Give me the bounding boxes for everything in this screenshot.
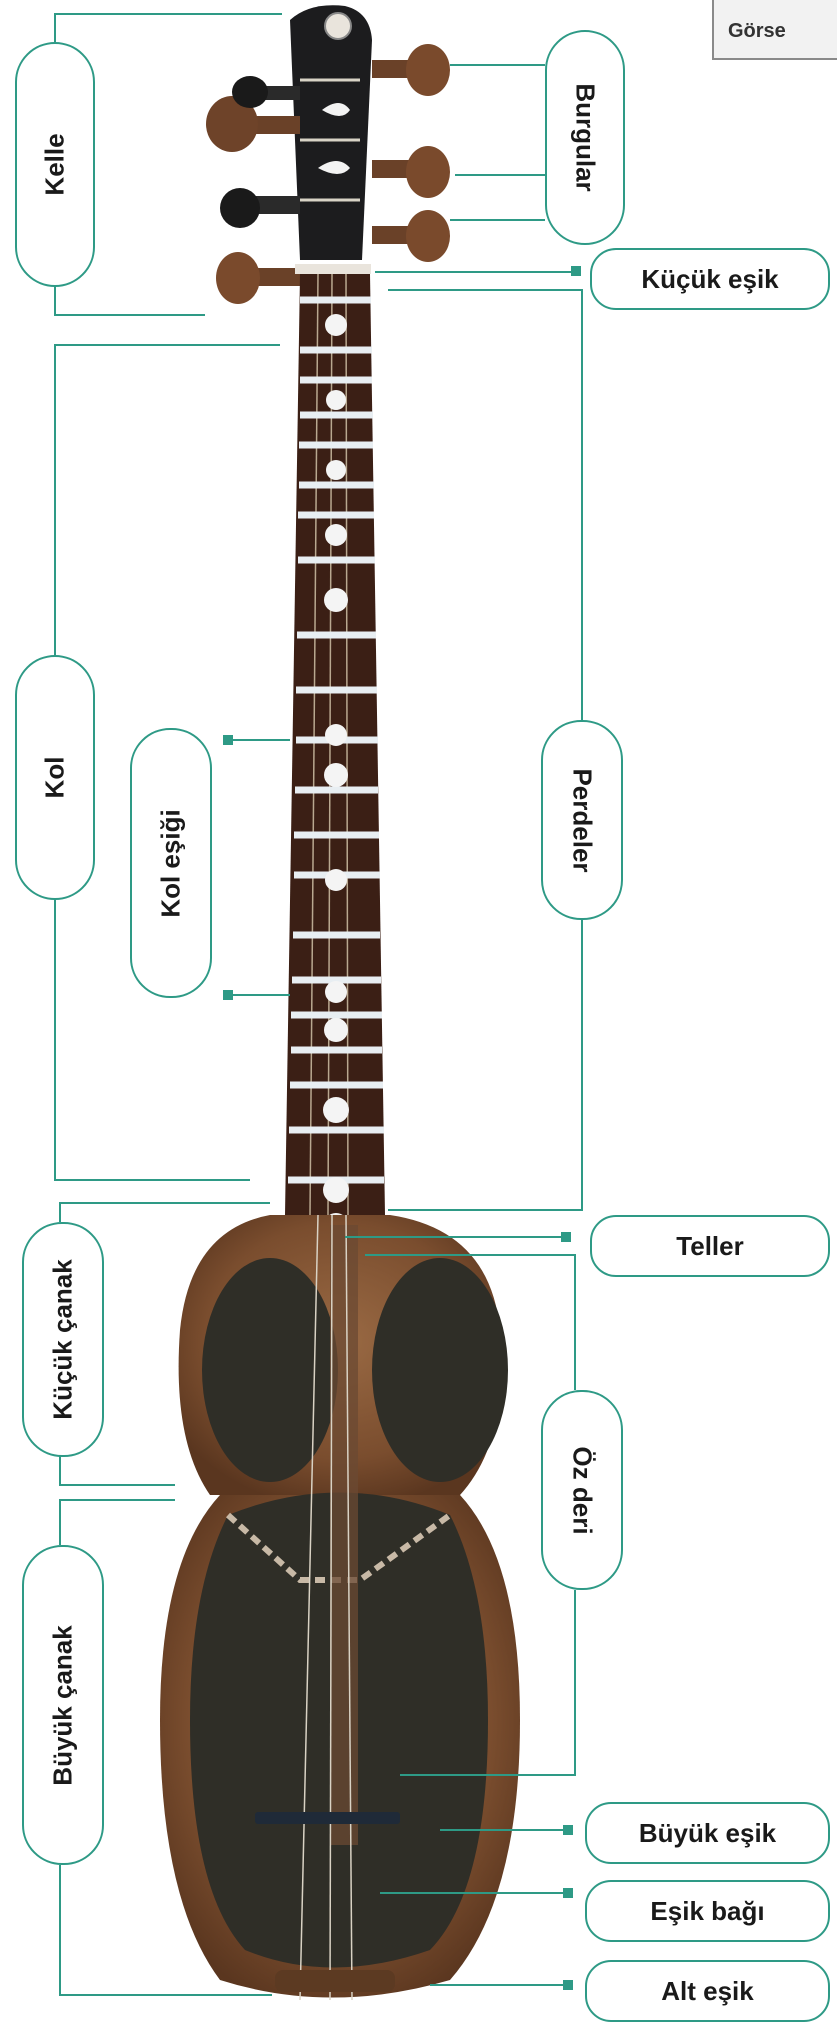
soundboard-right xyxy=(372,1258,508,1482)
label-esik-bagi: Eşik bağı xyxy=(585,1880,830,1942)
label-perdeler: Perdeler xyxy=(541,720,623,920)
inner-skin-strip xyxy=(330,1225,358,1845)
label-teller: Teller xyxy=(590,1215,830,1277)
label-buyuk-esik: Büyük eşik xyxy=(585,1802,830,1864)
label-kucuk-esik-text: Küçük eşik xyxy=(641,263,779,294)
label-buyuk-canak-text: Büyük çanak xyxy=(47,1624,78,1786)
label-kol: Kol xyxy=(15,655,95,900)
head-kelle xyxy=(290,5,372,261)
label-perdeler-text: Perdeler xyxy=(567,767,598,873)
label-oz-deri: Öz deri xyxy=(541,1390,623,1590)
tailpiece xyxy=(275,1970,395,1992)
label-buyuk-esik-text: Büyük eşik xyxy=(638,1817,777,1848)
tuning-pegs xyxy=(206,44,450,304)
soundboard-left xyxy=(202,1258,338,1482)
label-burgular: Burgular xyxy=(545,30,625,245)
label-kol-text: Kol xyxy=(39,756,70,799)
label-kelle-text: Kelle xyxy=(39,133,70,196)
label-oz-deri-text: Öz deri xyxy=(567,1445,598,1535)
label-kucuk-canak-text: Küçük çanak xyxy=(47,1259,78,1420)
bridge xyxy=(255,1812,400,1824)
strings-teller xyxy=(299,1214,353,2001)
figure-tag: Görse xyxy=(712,0,837,60)
label-alt-esik: Alt eşik xyxy=(585,1960,830,2022)
small-nut xyxy=(295,264,371,274)
label-kucuk-esik: Küçük eşik xyxy=(590,248,830,310)
label-alt-esik-text: Alt eşik xyxy=(661,1975,754,2006)
leader-endpoints xyxy=(223,266,581,1990)
label-buyuk-canak: Büyük çanak xyxy=(22,1545,104,1865)
fret-inlays xyxy=(323,314,349,1237)
label-kucuk-canak: Küçük çanak xyxy=(22,1222,104,1457)
leader-lines xyxy=(54,13,583,1996)
label-burgular-text: Burgular xyxy=(570,83,601,192)
label-teller-text: Teller xyxy=(676,1230,744,1261)
label-esik-bagi-text: Eşik bağı xyxy=(650,1895,765,1926)
label-kol-esigi-text: Kol eşiği xyxy=(155,808,186,918)
label-kelle: Kelle xyxy=(15,42,95,287)
label-kol-esigi: Kol eşiği xyxy=(130,728,212,998)
